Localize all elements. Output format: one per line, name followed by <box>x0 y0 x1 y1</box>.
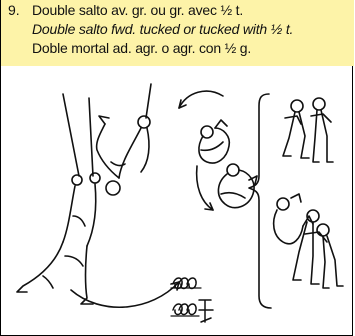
skill-name-spanish: Doble mortal ad. agr. o agr. con ½ g. <box>32 40 251 56</box>
gymnast-tuck-figure-top <box>199 120 229 163</box>
skill-number: 9. <box>8 2 20 18</box>
tuck-half-turn-symbol-icon <box>171 300 213 322</box>
gymnast-rings-double-salto-illustration <box>1 66 354 336</box>
skill-name-english: Double salto fwd. tucked or tucked with … <box>32 21 293 37</box>
gymnast-tuck-figure-low <box>218 164 257 208</box>
skill-name-french: Double salto av. gr. ou gr. avec ½ t. <box>32 2 243 18</box>
skill-illustration <box>1 66 354 336</box>
gymnast-landing-figure-a <box>283 98 333 162</box>
gymnast-landing-figure-b <box>274 194 343 288</box>
variation-bracket <box>249 94 271 308</box>
ring-cables <box>63 84 151 176</box>
gymnast-swing-figure <box>17 173 100 304</box>
skill-header: 9. Double salto av. gr. ou gr. avec ½ t.… <box>1 0 354 66</box>
gymnast-pull-figure <box>97 116 150 195</box>
